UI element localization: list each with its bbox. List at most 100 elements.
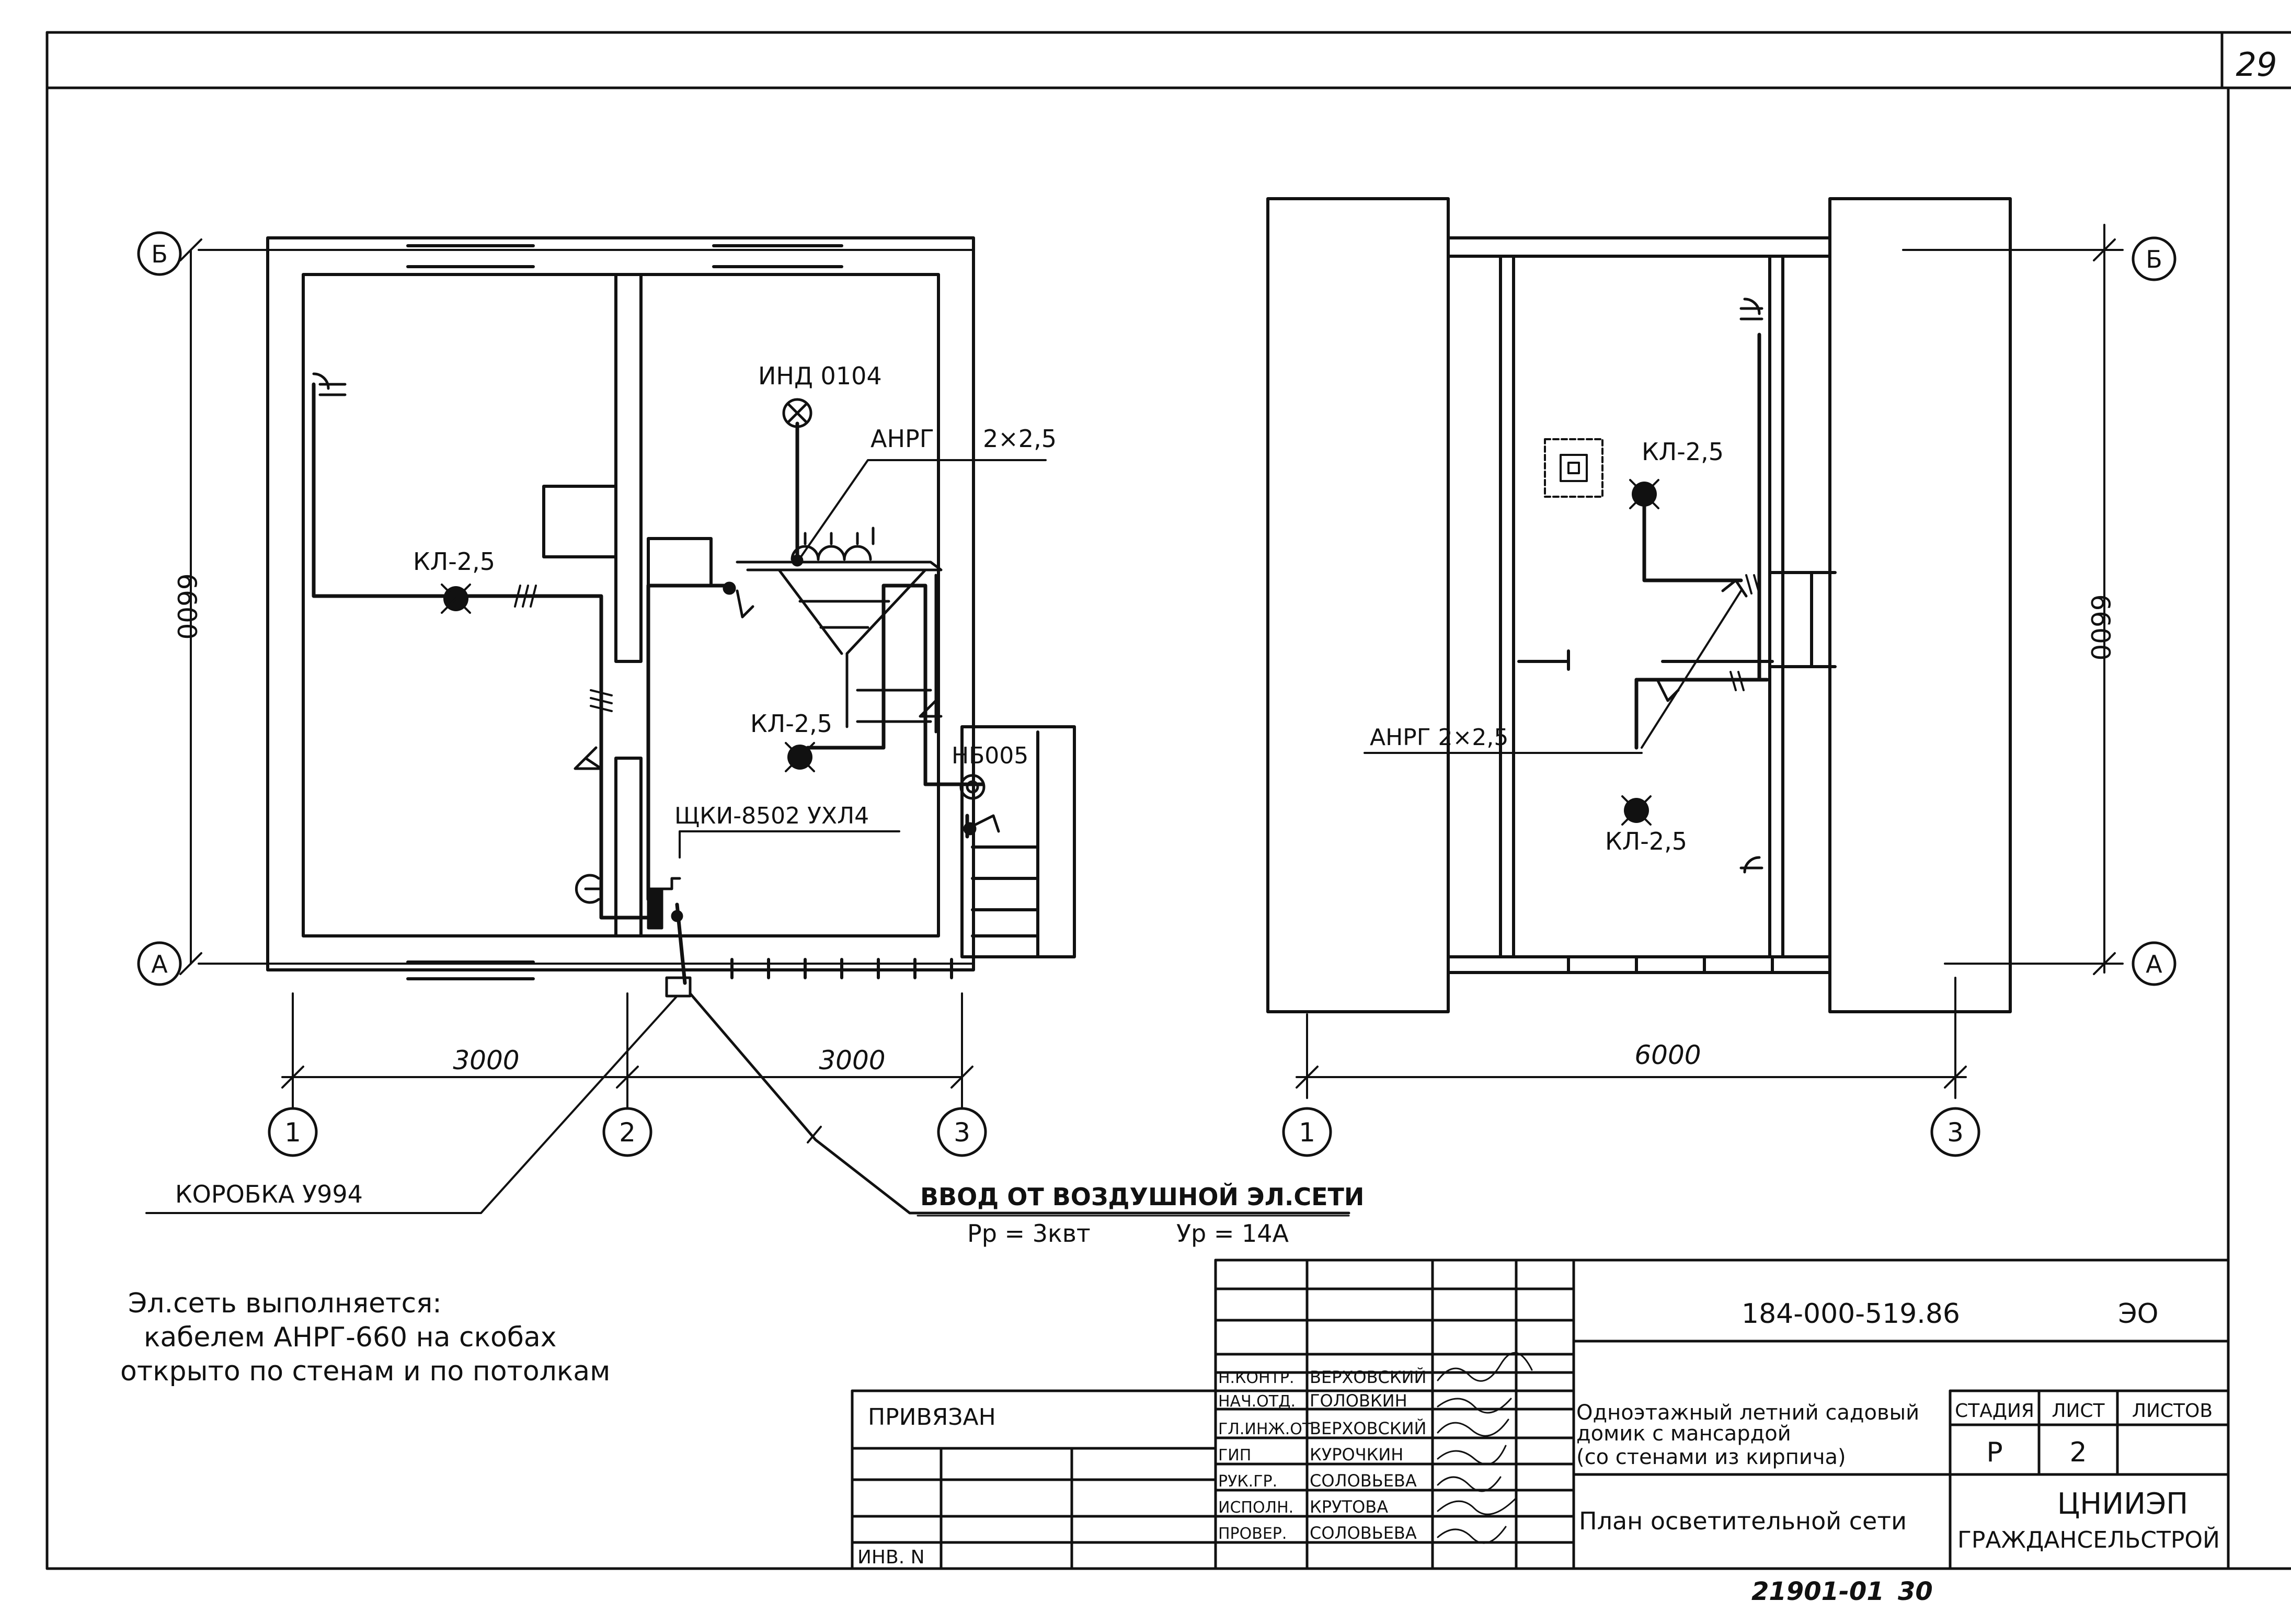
org-line-2: ГРАЖДАНСЕЛЬСТРОЙ bbox=[1957, 1526, 2220, 1553]
role-4: ГИП bbox=[1218, 1446, 1251, 1465]
general-notes: Эл.сеть выполняется: кабелем АНРГ-660 на… bbox=[120, 1288, 610, 1387]
meter-group-icon bbox=[791, 527, 875, 561]
note-line-2: кабелем АНРГ-660 на скобах bbox=[144, 1322, 557, 1353]
right-floor-plan: КЛ-2,5 КЛ-2,5 АНРГ 2×2,5 6600 6000 Б А 1… bbox=[1266, 197, 2177, 1157]
header-sheet: ЛИСТ bbox=[2052, 1400, 2105, 1422]
switch-icon bbox=[919, 699, 943, 718]
switch-icon bbox=[1721, 579, 1748, 598]
page-number: 29 bbox=[2236, 45, 2277, 84]
right-grid-bubbles bbox=[1282, 236, 2177, 1157]
left-staircase bbox=[736, 561, 943, 734]
indicator-lamp-icon bbox=[782, 398, 812, 428]
input-power: Рр = 3квт bbox=[967, 1219, 1091, 1248]
left-lamps bbox=[441, 584, 815, 772]
right-dim-height: 6600 bbox=[2085, 594, 2115, 660]
input-label: ВВОД ОТ ВОЗДУШНОЙ ЭЛ.СЕТИ bbox=[920, 1183, 1364, 1211]
signatures bbox=[1437, 1352, 1533, 1544]
bell-label: НБ005 bbox=[952, 742, 1028, 769]
input-current: Ур = 14А bbox=[1176, 1219, 1289, 1248]
left-dimensions bbox=[179, 238, 973, 1110]
left-grid-bubbles bbox=[137, 231, 987, 1157]
junction-dot-icon bbox=[723, 581, 736, 595]
role-7: ПРОВЕР. bbox=[1218, 1525, 1287, 1543]
grid-label-3-right: 3 bbox=[1947, 1117, 1964, 1148]
sheet-title: План осветительной сети bbox=[1579, 1507, 1907, 1535]
note-line-3: открыто по стенам и по потолкам bbox=[120, 1356, 610, 1387]
name-4: КУРОЧКИН bbox=[1310, 1445, 1403, 1465]
role-5: РУК.ГР. bbox=[1218, 1472, 1277, 1491]
attached-label: ПРИВЯЗАН bbox=[868, 1404, 996, 1431]
grid-label-3-left: 3 bbox=[954, 1117, 970, 1148]
lamp-label-2: КЛ-2,5 bbox=[750, 710, 832, 738]
name-7: СОЛОВЬЕВА bbox=[1310, 1523, 1417, 1543]
role-6: ИСПОЛН. bbox=[1218, 1499, 1293, 1517]
ventilation-icon bbox=[1544, 438, 1603, 498]
wall-lamp-icon bbox=[1739, 298, 1763, 321]
grid-label-b-left: Б bbox=[151, 240, 168, 268]
right-devices bbox=[1656, 298, 1763, 874]
left-devices bbox=[312, 372, 1000, 930]
project-line-2: домик с мансардой bbox=[1576, 1422, 1791, 1446]
right-dimensions bbox=[1296, 224, 2124, 1099]
role-1: Н.КОНТР. bbox=[1218, 1369, 1295, 1387]
sheet-frame bbox=[45, 31, 2291, 1570]
right-walls bbox=[1266, 197, 2012, 1013]
header-sheets: ЛИСТОВ bbox=[2132, 1400, 2213, 1422]
left-walls bbox=[266, 236, 1076, 980]
right-wiring bbox=[1364, 333, 1769, 754]
wall-lamp-icon bbox=[312, 372, 347, 396]
box-label: КОРОБКА У994 bbox=[175, 1180, 363, 1208]
project-line-3: (со стенами из кирпича) bbox=[1576, 1445, 1846, 1469]
grid-label-a-right: А bbox=[2146, 950, 2162, 978]
right-lamp-label-2: КЛ-2,5 bbox=[1605, 827, 1687, 855]
cable-section-label: 2×2,5 bbox=[983, 425, 1057, 453]
left-dim-span-1: 3000 bbox=[453, 1045, 519, 1076]
switch-icon bbox=[574, 746, 603, 770]
panel-label: ЩКИ-8502 УХЛ4 bbox=[674, 803, 869, 829]
lamp-label-1: КЛ-2,5 bbox=[413, 547, 495, 576]
right-dim-span: 6000 bbox=[1634, 1040, 1701, 1070]
project-line-1: Одноэтажный летний садовый bbox=[1576, 1401, 1919, 1425]
role-3: ГЛ.ИНЖ.ОТ bbox=[1218, 1420, 1312, 1438]
org-line-1: ЦНИИЭП bbox=[2057, 1487, 2189, 1521]
junction-box-icon bbox=[665, 976, 692, 998]
indicator-label: ИНД 0104 bbox=[758, 362, 882, 390]
left-dim-span-2: 3000 bbox=[819, 1045, 885, 1076]
stage-value: Р bbox=[1986, 1437, 2002, 1468]
right-lamp-label-1: КЛ-2,5 bbox=[1642, 438, 1724, 466]
distribution-panel-icon bbox=[647, 887, 663, 930]
name-6: КРУТОВА bbox=[1310, 1497, 1388, 1517]
grid-label-1-left: 1 bbox=[284, 1117, 301, 1148]
names-column: ВЕРХОВСКИЙ ГОЛОВКИН ВЕРХОВСКИЙ КУРОЧКИН … bbox=[1310, 1367, 1426, 1543]
title-block: 184-000-519.86 ЭО ПРИВЯЗАН ИНВ. N Н.КОНТ… bbox=[851, 1259, 2230, 1570]
switch-icon bbox=[1656, 678, 1680, 702]
grid-label-a-left: А bbox=[151, 950, 168, 978]
cable-label: АНРГ bbox=[870, 425, 934, 453]
grid-label-b-right: Б bbox=[2146, 245, 2162, 273]
name-2: ГОЛОВКИН bbox=[1310, 1391, 1407, 1411]
name-3: ВЕРХОВСКИЙ bbox=[1310, 1419, 1426, 1438]
header-stage: СТАДИЯ bbox=[1955, 1400, 2034, 1422]
socket-icon bbox=[575, 874, 603, 904]
left-floor-plan: ИНД 0104 АНРГ 2×2,5 КЛ-2,5 КЛ-2,5 НБ005 … bbox=[137, 231, 1364, 1248]
inv-label: ИНВ. N bbox=[857, 1547, 925, 1568]
role-2: НАЧ.ОТД. bbox=[1218, 1392, 1296, 1411]
right-cable-label: АНРГ 2×2,5 bbox=[1370, 724, 1508, 751]
sheet-number: 2 bbox=[2069, 1437, 2087, 1468]
grid-label-1-right: 1 bbox=[1299, 1117, 1315, 1148]
doc-mark: ЭО bbox=[2118, 1298, 2158, 1330]
wall-lamp-icon bbox=[1739, 856, 1763, 874]
roles-column: Н.КОНТР. НАЧ.ОТД. ГЛ.ИНЖ.ОТ ГИП РУК.ГР. … bbox=[1218, 1369, 1312, 1543]
grid-label-2-left: 2 bbox=[619, 1117, 636, 1148]
archive-page: 30 bbox=[1898, 1577, 1933, 1606]
doc-code: 184-000-519.86 bbox=[1742, 1298, 1960, 1330]
switch-icon bbox=[971, 814, 1000, 833]
name-1: ВЕРХОВСКИЙ bbox=[1310, 1367, 1426, 1387]
note-line-1: Эл.сеть выполняется: bbox=[128, 1288, 442, 1319]
left-dim-height: 6600 bbox=[171, 573, 202, 639]
archive-code: 21901-01 bbox=[1751, 1577, 1884, 1606]
bell-icon bbox=[959, 774, 986, 800]
switch-icon bbox=[736, 589, 754, 619]
